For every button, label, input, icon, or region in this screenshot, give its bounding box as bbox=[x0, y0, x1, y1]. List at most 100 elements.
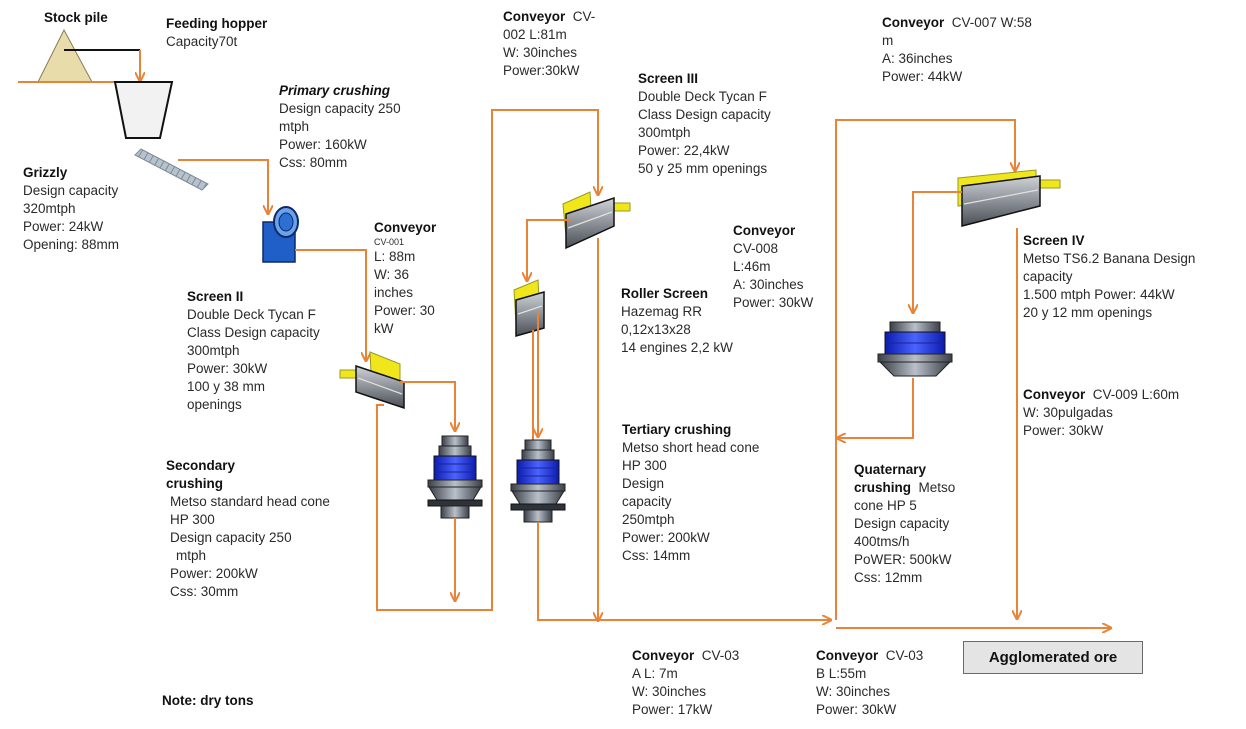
roller-line: 0,12x13x28 bbox=[621, 322, 691, 337]
secondary-crushing-title: Secondary bbox=[166, 458, 236, 473]
roller-screen-title: Roller Screen bbox=[621, 286, 709, 301]
tertiary-line: Metso short head cone bbox=[622, 440, 760, 455]
cv03b-line: CV-03 bbox=[885, 648, 924, 663]
screen2-line: Power: 30kW bbox=[187, 361, 268, 376]
feeding-hopper-title: Feeding hopper bbox=[166, 16, 268, 31]
cv008-line: CV-008 bbox=[733, 241, 779, 256]
quaternary-line: PoWER: 500kW bbox=[854, 552, 952, 567]
note-label: Note: dry tons bbox=[162, 692, 254, 710]
feeding-hopper-capacity: Capacity70t bbox=[166, 34, 238, 49]
grizzly-label: Grizzly Design capacity 320mtph Power: 2… bbox=[23, 164, 119, 254]
screen4-line: 20 y 12 mm openings bbox=[1023, 305, 1153, 320]
cv03a-line: W: 30inches bbox=[632, 684, 707, 699]
cv008-line: L:46m bbox=[733, 259, 771, 274]
primary-line: Css: 80mm bbox=[279, 155, 348, 170]
grizzly-line: Power: 24kW bbox=[23, 219, 104, 234]
conveyor-cv03b-label: Conveyor CV-03 B L:55m W: 30inches Power… bbox=[816, 647, 923, 719]
tertiary-line: Power: 200kW bbox=[622, 530, 710, 545]
screen-4-icon bbox=[957, 169, 1061, 227]
conveyor-cv008-label: Conveyor CV-008 L:46m A: 30inches Power:… bbox=[733, 222, 813, 312]
cv008-line: Power: 30kW bbox=[733, 295, 814, 310]
conveyor-cv001-line bbox=[295, 249, 366, 360]
quaternary-crushing-title: Quaternary bbox=[854, 462, 927, 477]
conveyor-cv009-title: Conveyor bbox=[1023, 387, 1086, 402]
conveyor-cv001-title: Conveyor bbox=[374, 220, 437, 235]
cv009-line: CV-009 L:60m bbox=[1092, 387, 1180, 402]
cv03b-line: Power: 30kW bbox=[816, 702, 897, 717]
quaternary-line: Design capacity bbox=[854, 516, 950, 531]
conveyor-cv03b-title: Conveyor bbox=[816, 648, 879, 663]
cv009-line: Power: 30kW bbox=[1023, 423, 1104, 438]
conveyor-cv001-label: Conveyor CV-001 L: 88m W: 36 inches Powe… bbox=[374, 219, 436, 338]
primary-line: mtph bbox=[279, 119, 310, 134]
conveyor-cv03a-label: Conveyor CV-03 A L: 7m W: 30inches Power… bbox=[632, 647, 739, 719]
cv007-line: Power: 44kW bbox=[882, 69, 963, 84]
cv03a-line: CV-03 bbox=[701, 648, 740, 663]
conveyor-cv002-title: Conveyor bbox=[503, 9, 566, 24]
secondary-line: HP 300 bbox=[170, 512, 215, 527]
tertiary-crushing-label: Tertiary crushing Metso short head cone … bbox=[622, 421, 759, 565]
cv002-line: 002 L:81m bbox=[503, 27, 567, 42]
screen-3-title: Screen III bbox=[638, 71, 699, 86]
cv03b-line: W: 30inches bbox=[816, 684, 891, 699]
conveyor-cv001-id: CV-001 bbox=[374, 237, 405, 247]
secondary-line: Design capacity 250 bbox=[170, 530, 292, 545]
roller-line: Hazemag RR bbox=[621, 304, 703, 319]
roller-screen-label: Roller Screen Hazemag RR 0,12x13x28 14 e… bbox=[621, 285, 733, 357]
grizzly-title: Grizzly bbox=[23, 165, 68, 180]
flow-screen4-to-quaternary bbox=[913, 191, 962, 312]
quaternary-line: cone HP 5 bbox=[854, 498, 917, 513]
screen3-line: 300mtph bbox=[638, 125, 691, 140]
cv03b-line: B L:55m bbox=[816, 666, 867, 681]
primary-line: Power: 160kW bbox=[279, 137, 367, 152]
screen-2-label: Screen II Double Deck Tycan F Class Desi… bbox=[187, 288, 320, 414]
grizzly-line: Design capacity bbox=[23, 183, 119, 198]
flow-screen2-undersize bbox=[376, 109, 598, 611]
cv001-line: Power: 30 bbox=[374, 303, 435, 318]
tertiary-crusher-icon bbox=[510, 439, 566, 523]
quaternary-line: Metso bbox=[918, 480, 956, 495]
cv009-line: W: 30pulgadas bbox=[1023, 405, 1113, 420]
quaternary-line: 400tms/h bbox=[854, 534, 910, 549]
screen-3-icon bbox=[562, 191, 631, 250]
cv001-line: inches bbox=[374, 285, 414, 300]
screen3-line: Class Design capacity bbox=[638, 107, 771, 122]
cv007-line: CV-007 W:58 bbox=[951, 15, 1032, 30]
cv03a-line: Power: 17kW bbox=[632, 702, 713, 717]
quaternary-crushing-title-2: crushing bbox=[854, 480, 912, 495]
screen4-line: 1.500 mtph Power: 44kW bbox=[1023, 287, 1175, 302]
screen4-line: Metso TS6.2 Banana Design bbox=[1023, 251, 1196, 266]
screen3-line: 50 y 25 mm openings bbox=[638, 161, 768, 176]
grizzly-icon bbox=[134, 148, 209, 191]
screen2-line: 300mtph bbox=[187, 343, 240, 358]
screen3-line: Double Deck Tycan F bbox=[638, 89, 767, 104]
screen-4-title: Screen IV bbox=[1023, 233, 1085, 248]
tertiary-line: Design bbox=[622, 476, 665, 491]
flow-screen3-to-roller bbox=[527, 219, 572, 280]
flow-grizzly-to-primary bbox=[178, 159, 268, 213]
feeding-hopper-icon bbox=[113, 81, 174, 139]
screen-3-label: Screen III Double Deck Tycan F Class Des… bbox=[638, 70, 771, 178]
flow-tertiary-discharge bbox=[537, 522, 830, 620]
stock-pile-title: Stock pile bbox=[44, 10, 108, 25]
cv007-line: A: 36inches bbox=[882, 51, 953, 66]
flow-quaternary-return bbox=[838, 378, 914, 438]
flow-screen2-to-secondary bbox=[400, 381, 455, 430]
agglomerated-ore-box: Agglomerated ore bbox=[963, 641, 1143, 674]
cv002-line: CV- bbox=[572, 9, 596, 24]
cv008-line: A: 30inches bbox=[733, 277, 804, 292]
secondary-crushing-title-2: crushing bbox=[166, 476, 224, 491]
tertiary-line: capacity bbox=[622, 494, 672, 509]
screen-2-icon bbox=[339, 351, 405, 410]
primary-crushing-title: Primary crushing bbox=[279, 83, 391, 98]
cv001-line: L: 88m bbox=[374, 249, 416, 264]
conveyor-cv007-label: Conveyor CV-007 W:58 m A: 36inches Power… bbox=[882, 14, 1032, 86]
conveyor-cv009-label: Conveyor CV-009 L:60m W: 30pulgadas Powe… bbox=[1023, 386, 1179, 440]
screen-2-title: Screen II bbox=[187, 289, 244, 304]
tertiary-line: HP 300 bbox=[622, 458, 667, 473]
screen2-line: Class Design capacity bbox=[187, 325, 320, 340]
cv002-line: W: 30inches bbox=[503, 45, 578, 60]
secondary-line: mtph bbox=[176, 548, 207, 563]
tertiary-line: 250mtph bbox=[622, 512, 675, 527]
